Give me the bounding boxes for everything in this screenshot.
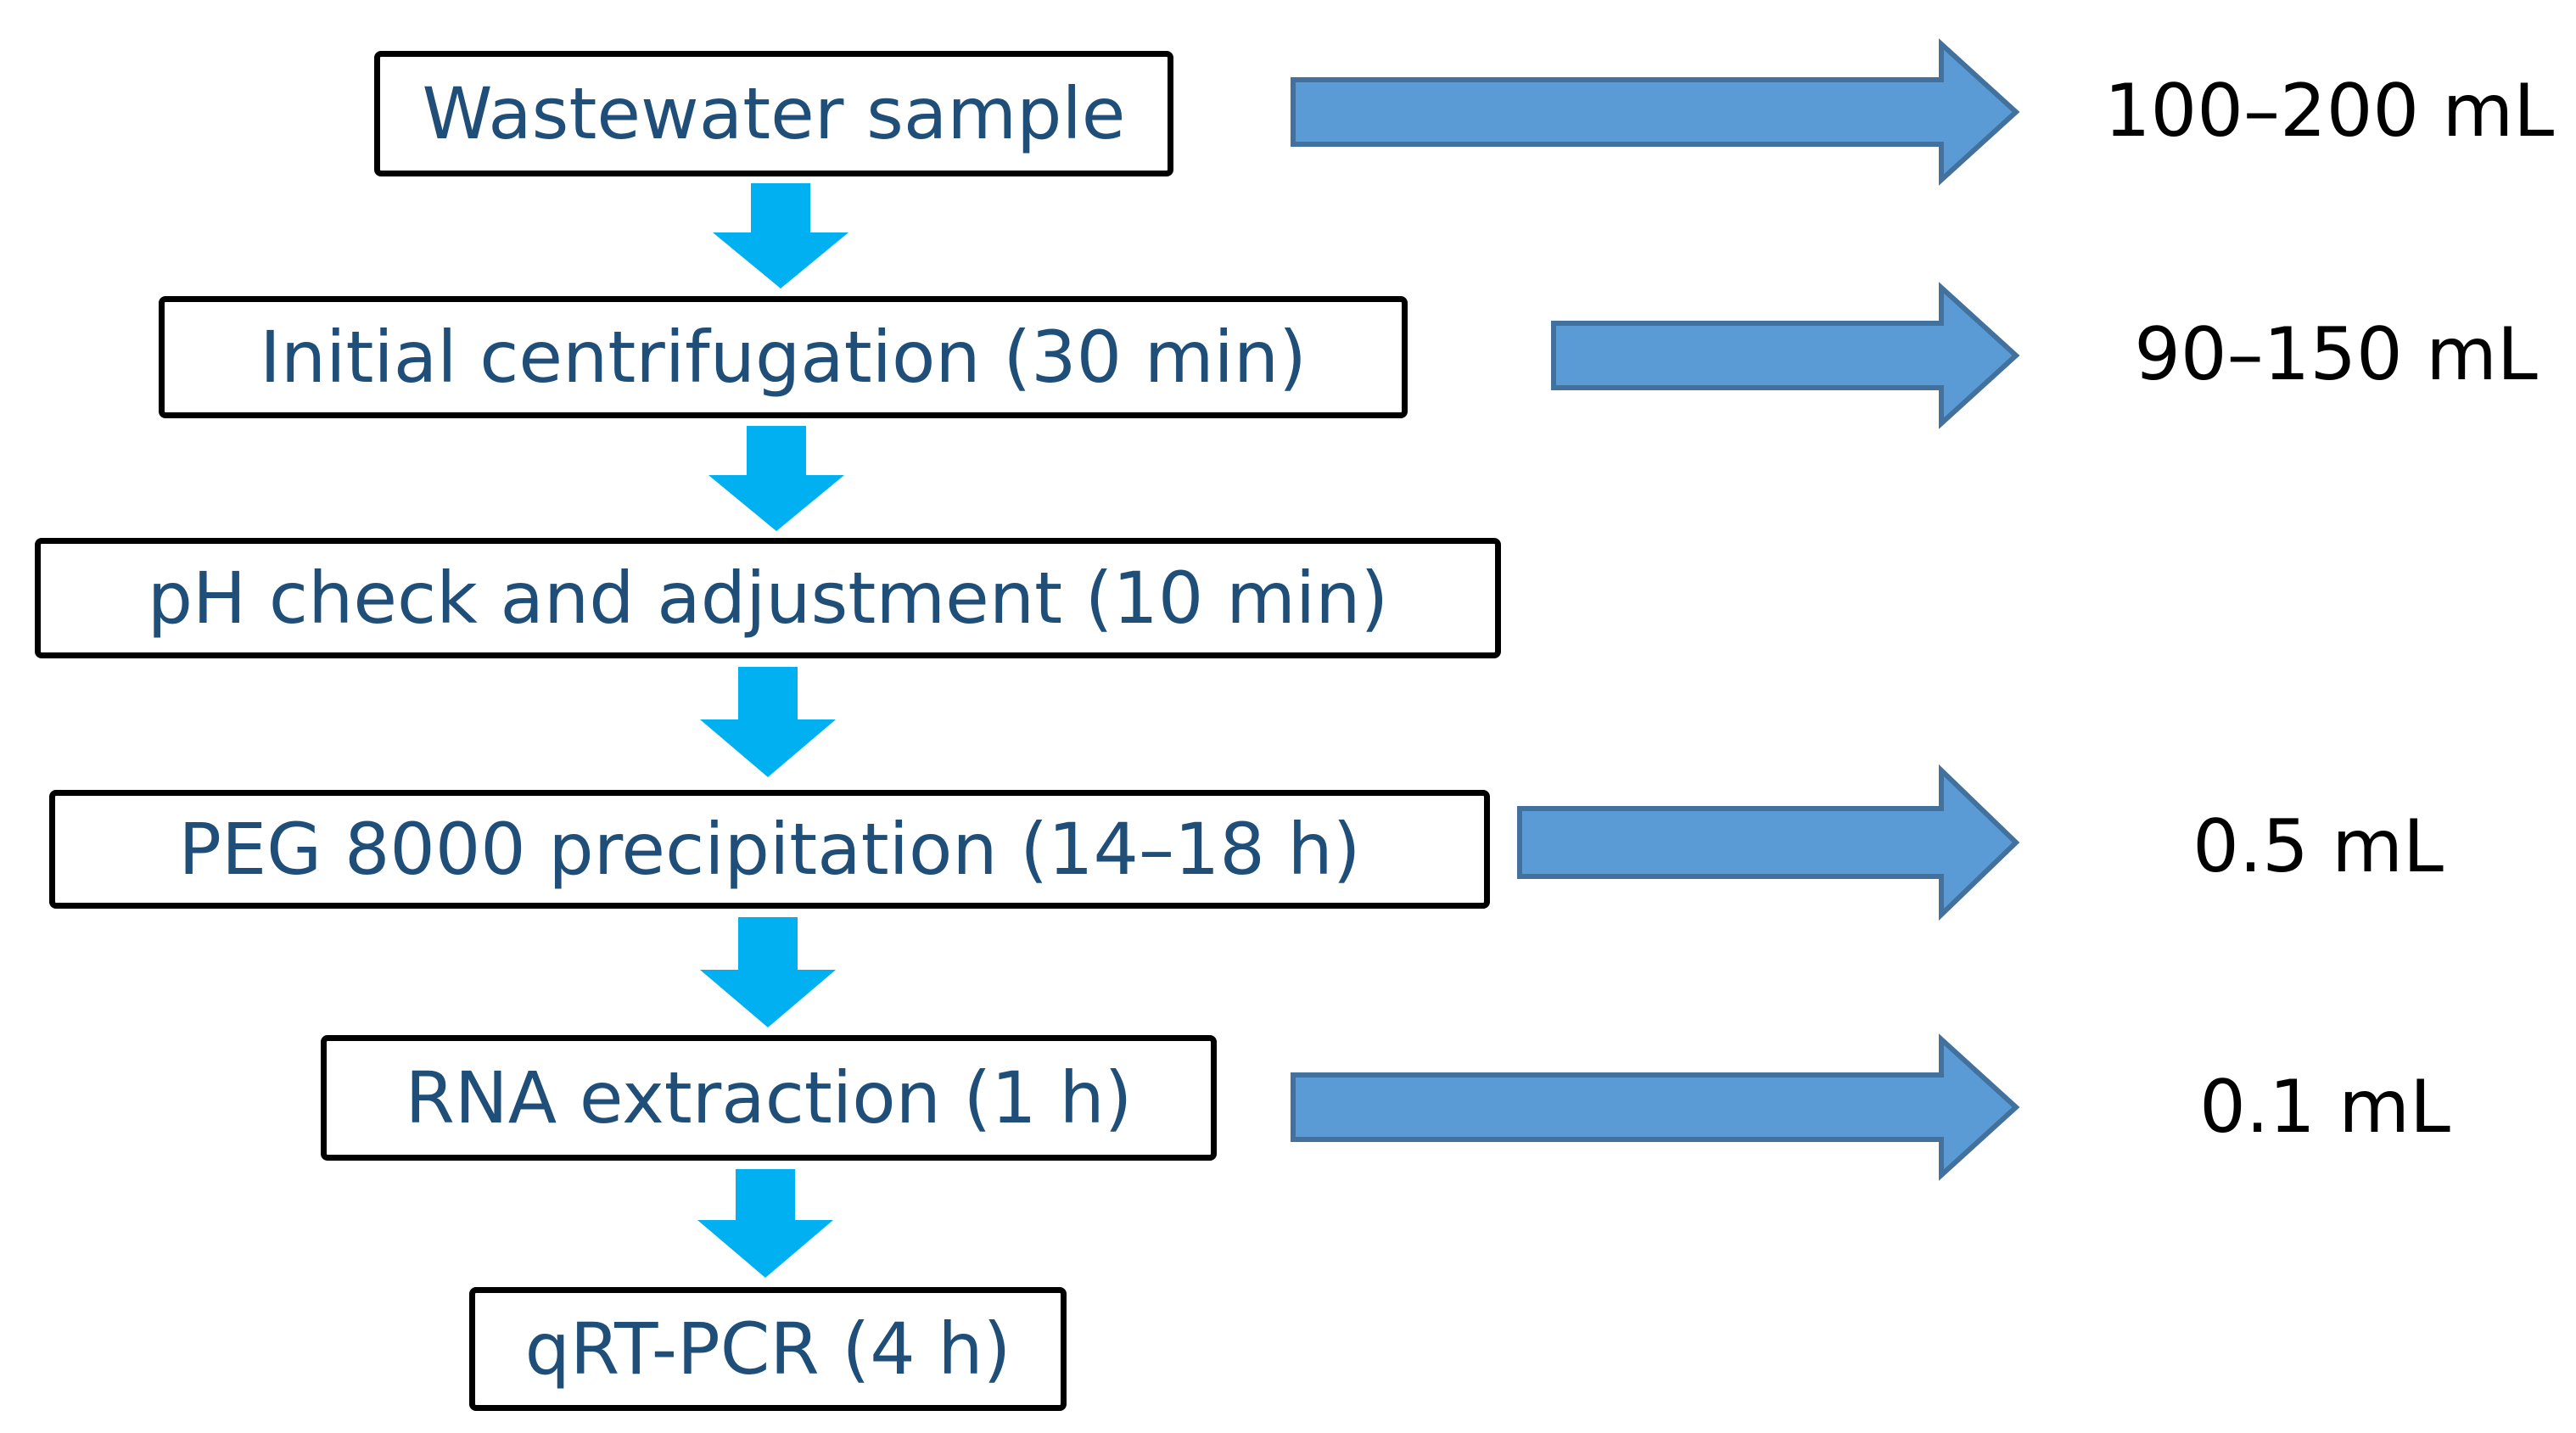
step-label: Wastewater sample	[422, 72, 1126, 155]
right-arrow-icon	[1291, 1033, 2020, 1181]
right-arrow-icon	[1551, 282, 2020, 429]
down-arrow-icon	[700, 667, 836, 777]
right-arrow-icon	[1517, 764, 2020, 921]
volume-label: 0.1 mL	[2199, 1065, 2450, 1150]
step-label: Initial centrifugation (30 min)	[260, 316, 1307, 399]
down-arrow-icon	[713, 183, 848, 288]
volume-label: 0.5 mL	[2192, 804, 2444, 889]
step-label: PEG 8000 precipitation (14–18 h)	[178, 808, 1361, 891]
down-arrow-icon	[708, 426, 844, 531]
down-arrow-icon	[697, 1169, 833, 1278]
step-initial-centrifugation: Initial centrifugation (30 min)	[159, 296, 1408, 418]
step-label: RNA extraction (1 h)	[405, 1056, 1133, 1139]
step-ph-check: pH check and adjustment (10 min)	[35, 538, 1501, 658]
step-label: qRT-PCR (4 h)	[524, 1307, 1011, 1391]
step-rna-extraction: RNA extraction (1 h)	[321, 1035, 1217, 1161]
step-qrt-pcr: qRT-PCR (4 h)	[469, 1287, 1067, 1411]
volume-label: 100–200 mL	[2103, 69, 2555, 154]
right-arrow-icon	[1291, 38, 2020, 186]
step-label: pH check and adjustment (10 min)	[147, 557, 1389, 640]
step-wastewater-sample: Wastewater sample	[374, 51, 1173, 176]
volume-label: 90–150 mL	[2134, 312, 2538, 397]
step-peg-precipitation: PEG 8000 precipitation (14–18 h)	[49, 790, 1490, 909]
down-arrow-icon	[700, 917, 836, 1027]
